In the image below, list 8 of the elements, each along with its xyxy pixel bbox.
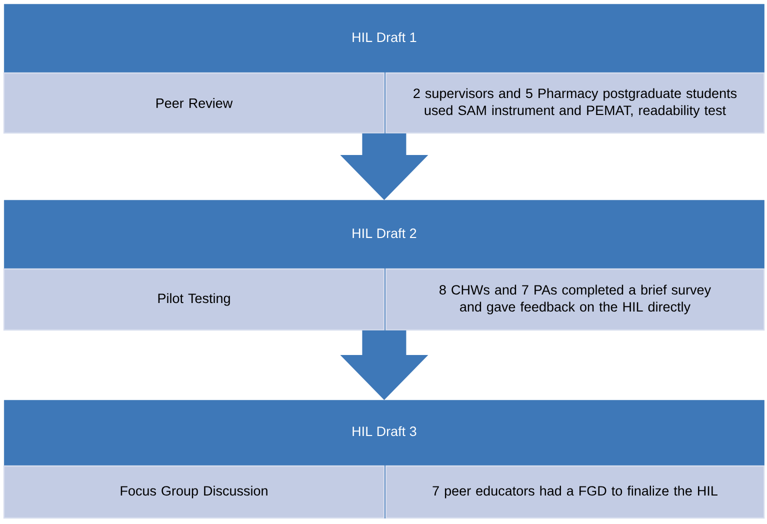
cell: 7 peer educators had a FGD to finalize the HIL bbox=[385, 465, 765, 519]
cell: Peer Review bbox=[3, 72, 385, 134]
cell: Focus Group Discussion bbox=[3, 465, 385, 519]
block-arrow bbox=[340, 133, 428, 200]
block-arrow bbox=[340, 330, 428, 400]
cell: 8 CHWs and 7 PAs completed a brief survey and gave feedback on the HIL directly bbox=[385, 268, 765, 331]
cell: Pilot Testing bbox=[3, 268, 385, 331]
cell: 2 supervisors and 5 Pharmacy postgraduate students used SAM instrument and PEMAT, readability test bbox=[385, 72, 765, 134]
